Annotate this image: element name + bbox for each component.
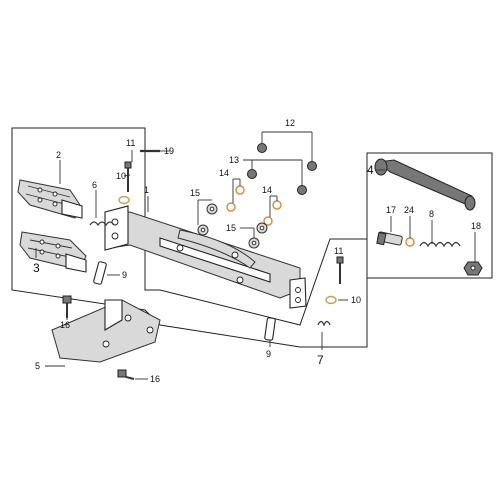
callout-2: 2 (56, 150, 61, 160)
callout-8: 8 (429, 209, 434, 219)
callout-9-right: 9 (266, 349, 271, 359)
callout-13: 13 (229, 155, 239, 165)
pin-right-9 (264, 317, 276, 341)
callout-15-upper: 15 (190, 188, 200, 198)
callout-9-left: 9 (122, 270, 127, 280)
callout-19: 19 (164, 146, 174, 156)
callout-6: 6 (92, 180, 97, 190)
callout-5: 5 (35, 361, 40, 371)
side-stand-4 (374, 158, 476, 211)
callout-24: 24 (404, 205, 414, 215)
right-group-frame (366, 152, 493, 279)
bolt-left-11 (124, 161, 132, 192)
rings-14 (226, 185, 282, 226)
callout-3: 3 (33, 261, 40, 275)
leader-lines (35, 131, 476, 380)
callout-12: 12 (285, 118, 295, 128)
bolt-right-11 (336, 256, 344, 284)
nuts-12 (257, 143, 317, 171)
guard-plate (51, 299, 161, 363)
callout-16-upper: 16 (60, 320, 70, 330)
nuts-13 (247, 169, 307, 195)
callout-14-right: 14 (262, 185, 272, 195)
spring-8 (419, 241, 461, 248)
ring-24 (405, 237, 415, 247)
callout-7: 7 (317, 353, 324, 367)
callout-18: 18 (471, 221, 481, 231)
pin-left-9 (93, 261, 107, 285)
spring-left (89, 221, 115, 227)
bolt-16-lower (117, 369, 135, 380)
bolt-17 (376, 231, 403, 246)
callout-labels: 1 2 3 4 5 6 7 8 9 9 10 10 11 11 12 13 14… (33, 118, 481, 384)
nut-18 (463, 261, 483, 276)
callout-16-lower: 16 (150, 374, 160, 384)
callout-10-left: 10 (116, 171, 126, 181)
callout-11-right: 11 (334, 246, 343, 256)
callout-14-left: 14 (219, 168, 229, 178)
main-stand-bar (104, 205, 307, 309)
callout-4: 4 (367, 163, 374, 177)
washer-left-10 (118, 195, 130, 205)
bolt-16-upper (62, 295, 72, 318)
callout-1: 1 (144, 185, 149, 195)
footrest-lower (19, 231, 87, 273)
spring-right-7 (317, 320, 331, 327)
callout-17: 17 (386, 205, 396, 215)
washers-15 (197, 203, 268, 249)
washer-right-10 (325, 295, 337, 305)
callout-15-lower: 15 (226, 223, 236, 233)
callout-10-right: 10 (351, 295, 361, 305)
callout-11-left: 11 (126, 138, 135, 148)
footrest-upper (17, 179, 83, 219)
